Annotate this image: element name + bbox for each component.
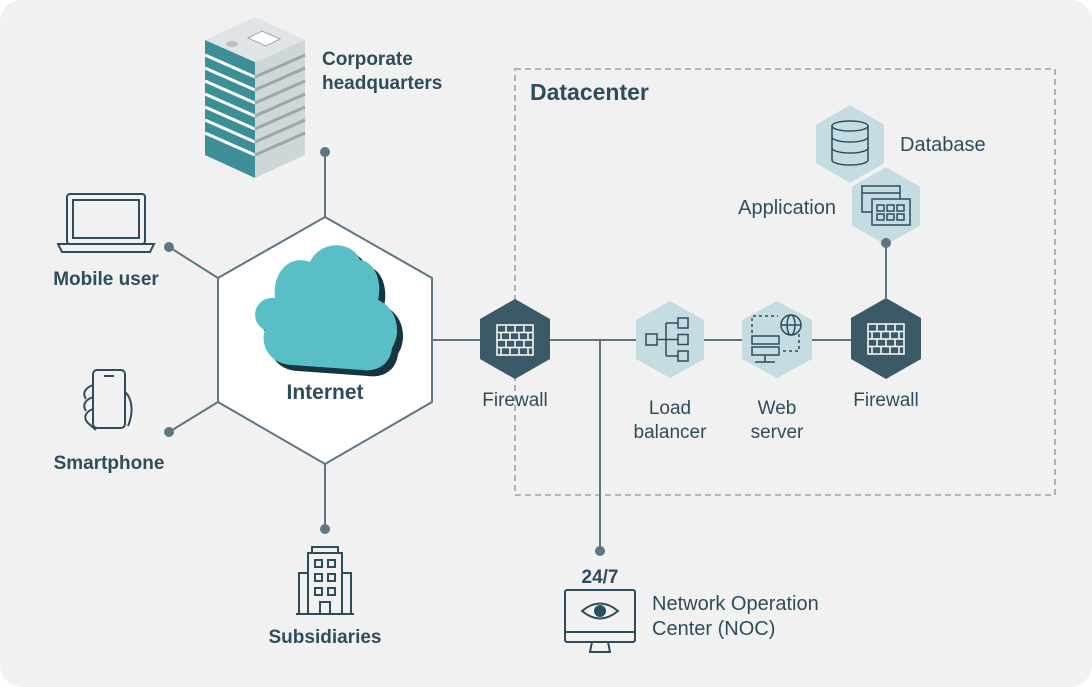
noc-badge: 24/7	[582, 567, 619, 588]
internet-label: Internet	[286, 381, 363, 404]
brick-wall-icon	[496, 324, 534, 356]
load-balancer-icon	[645, 317, 689, 362]
connector-lines	[168, 152, 887, 551]
subsidiaries-label: Subsidiaries	[269, 627, 382, 648]
firewall-outer-label: Firewall	[482, 390, 547, 411]
load-balancer-label-line1: Load	[649, 398, 691, 419]
database-icon	[831, 120, 869, 166]
firewall-outer-hexagon	[480, 299, 550, 379]
noc-label-line1: Network Operation	[652, 593, 819, 615]
datacenter-title: Datacenter	[530, 79, 649, 105]
application-connector-dot	[881, 238, 891, 248]
monitor-eye-icon	[564, 589, 636, 653]
web-server-label-line1: Web	[758, 398, 797, 419]
noc-label-line2: Center (NOC)	[652, 618, 775, 640]
connector-dots	[164, 147, 605, 556]
load-balancer-label-line2: balancer	[634, 422, 708, 443]
smartphone-label: Smartphone	[54, 453, 165, 474]
building-icon	[296, 546, 354, 615]
firewall-inner-label: Firewall	[853, 390, 918, 411]
mobile-user-label: Mobile user	[53, 269, 159, 290]
office-building-icon	[204, 17, 306, 178]
cloud-icon	[255, 245, 404, 377]
application-window-icon	[861, 185, 911, 226]
corporate-label-line2: headquarters	[322, 73, 442, 94]
laptop-icon	[56, 193, 156, 253]
brick-wall-icon-inner	[867, 323, 905, 355]
smartphone-hand-icon	[83, 369, 133, 431]
database-label: Database	[900, 134, 986, 156]
datacenter-boundary	[514, 68, 1056, 496]
web-server-icon	[751, 314, 802, 363]
corporate-label-line1: Corporate	[322, 49, 413, 70]
application-label: Application	[738, 197, 836, 219]
web-server-label-line2: server	[751, 422, 804, 443]
